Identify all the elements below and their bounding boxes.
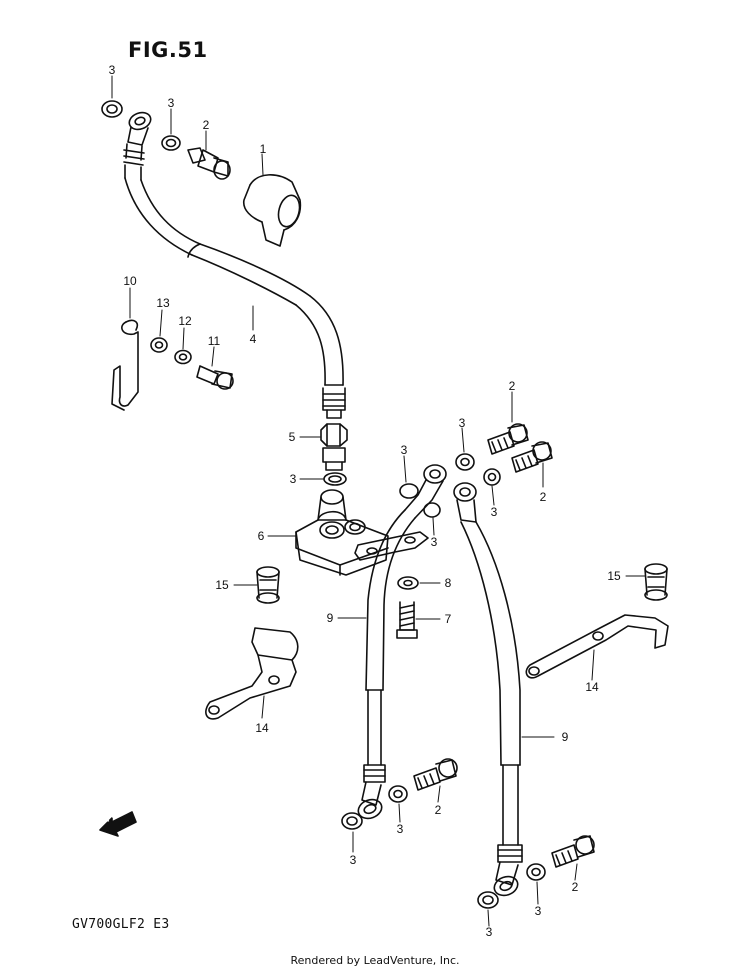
union-joint-5 bbox=[320, 423, 348, 471]
bolt-11 bbox=[196, 365, 234, 390]
hose-bracket-right bbox=[525, 614, 669, 679]
callout-part-9: 9 bbox=[561, 730, 569, 744]
washer-low-right-b bbox=[526, 863, 546, 881]
lower-brake-hose-right bbox=[453, 482, 523, 897]
figure-title: FIG.51 bbox=[128, 38, 208, 62]
washer-top-left bbox=[101, 100, 123, 118]
banjo-bolt-right-1 bbox=[487, 423, 529, 455]
lock-washer-12 bbox=[174, 349, 192, 365]
lower-brake-hose-left bbox=[357, 464, 447, 820]
washer-low-left-b bbox=[388, 785, 408, 803]
washer-mid-left bbox=[323, 472, 347, 486]
leader-lines bbox=[111, 75, 646, 927]
callout-part-3: 3 bbox=[349, 853, 357, 867]
washer-13 bbox=[150, 337, 168, 353]
hose-bracket-left bbox=[205, 627, 299, 720]
model-code: GV700GLF2 E3 bbox=[72, 917, 170, 932]
callout-part-1: 1 bbox=[259, 142, 267, 156]
washer-low-left-a bbox=[341, 812, 363, 830]
callout-part-15: 15 bbox=[215, 578, 229, 592]
callout-part-2: 2 bbox=[434, 803, 442, 817]
callout-part-3: 3 bbox=[396, 822, 404, 836]
callout-part-3: 3 bbox=[289, 472, 297, 486]
forward-arrow-icon bbox=[99, 811, 137, 837]
banjo-bolt-low-right bbox=[551, 835, 595, 868]
callout-part-8: 8 bbox=[444, 576, 452, 590]
grommet-left bbox=[256, 566, 280, 604]
banjo-bolt-low-left bbox=[413, 758, 458, 791]
washer-low-right-a bbox=[477, 891, 499, 909]
bolt-7 bbox=[396, 601, 418, 639]
callout-part-3: 3 bbox=[400, 443, 408, 457]
callout-part-2: 2 bbox=[202, 118, 210, 132]
callout-part-11: 11 bbox=[207, 334, 221, 348]
callout-part-3: 3 bbox=[485, 925, 493, 939]
render-credit: Rendered by LeadVenture, Inc. bbox=[290, 954, 460, 967]
callout-part-6: 6 bbox=[257, 529, 265, 543]
callout-part-9: 9 bbox=[326, 611, 334, 625]
callout-part-7: 7 bbox=[444, 612, 452, 626]
rubber-cap bbox=[242, 174, 302, 247]
callout-part-2: 2 bbox=[571, 880, 579, 894]
callout-part-10: 10 bbox=[123, 274, 137, 288]
callout-part-3: 3 bbox=[458, 416, 466, 430]
washer-8 bbox=[397, 576, 419, 590]
callout-part-15: 15 bbox=[607, 569, 621, 583]
callout-part-13: 13 bbox=[156, 296, 170, 310]
banjo-bolt-top bbox=[187, 147, 231, 180]
callout-part-12: 12 bbox=[178, 314, 192, 328]
washer-right-2 bbox=[483, 468, 501, 486]
banjo-bolt-right-2 bbox=[511, 441, 553, 473]
callout-part-14: 14 bbox=[585, 680, 599, 694]
callout-part-5: 5 bbox=[288, 430, 296, 444]
callout-part-14: 14 bbox=[255, 721, 269, 735]
washer-top-mid bbox=[161, 135, 181, 151]
washer-right-1 bbox=[455, 453, 475, 471]
grommet-right bbox=[644, 563, 668, 601]
junction-mount-plate bbox=[354, 531, 429, 561]
hose-clip bbox=[111, 319, 139, 411]
callout-part-4: 4 bbox=[249, 332, 257, 346]
callout-part-3: 3 bbox=[430, 535, 438, 549]
callout-part-2: 2 bbox=[539, 490, 547, 504]
callout-part-3: 3 bbox=[490, 505, 498, 519]
callout-part-3: 3 bbox=[534, 904, 542, 918]
callout-part-3: 3 bbox=[108, 63, 116, 77]
callout-part-2: 2 bbox=[508, 379, 516, 393]
callout-part-3: 3 bbox=[167, 96, 175, 110]
upper-brake-hose bbox=[123, 111, 346, 419]
junction-block bbox=[295, 489, 389, 576]
